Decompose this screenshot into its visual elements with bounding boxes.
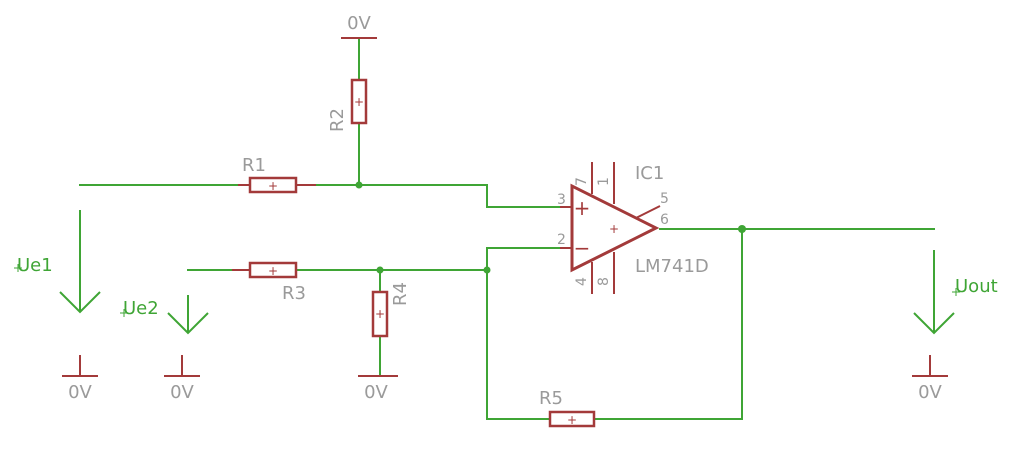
junction-dot-inv xyxy=(483,266,491,274)
ue1-label: Ue1 xyxy=(17,255,53,276)
voltage-labels: Ue1 Ue2 Uout xyxy=(14,255,998,319)
pin-number-2: 2 xyxy=(557,232,566,248)
ground-out-label: 0V xyxy=(918,382,942,403)
ground-top: 0V xyxy=(341,13,377,39)
pin-number-8: 8 xyxy=(596,277,612,286)
opamp-center-mark: + xyxy=(609,222,619,236)
pin-number-7: 7 xyxy=(574,177,590,186)
ground-ue1-label: 0V xyxy=(68,382,92,403)
opamp-ic1: + − + 3 2 6 5 7 1 4 8 IC1 LM741D xyxy=(557,162,709,294)
resistor-r2-mark: + xyxy=(354,95,364,109)
uout-arrow-head xyxy=(913,312,955,335)
wire-inv-input xyxy=(486,247,561,271)
ground-r4-label: 0V xyxy=(364,382,388,403)
resistor-r5-mark: + xyxy=(567,413,577,427)
resistor-r5-label: R5 xyxy=(539,388,563,409)
pin-number-1: 1 xyxy=(596,177,612,186)
pin-number-4: 4 xyxy=(574,277,590,286)
wires xyxy=(59,37,955,420)
wire-feedback-left xyxy=(486,269,551,420)
ground-r4: 0V xyxy=(358,375,398,403)
ground-ue2: 0V xyxy=(164,355,200,403)
junction-dot-r2 xyxy=(355,181,363,189)
ground-ue1: 0V xyxy=(62,355,98,403)
wire-feedback-right xyxy=(593,228,743,420)
ue1-arrow-head xyxy=(59,291,101,314)
pin-number-6: 6 xyxy=(660,212,669,228)
ground-ue2-label: 0V xyxy=(170,382,194,403)
wire-r1-noninv-input xyxy=(295,184,561,208)
opamp-triangle xyxy=(570,183,660,273)
pin-number-5: 5 xyxy=(660,191,669,207)
junction-dot-output xyxy=(738,225,746,233)
resistor-r3-mark: + xyxy=(268,264,278,278)
resistor-r2: + R2 xyxy=(327,78,368,132)
resistor-r4: + R4 xyxy=(371,282,411,338)
opamp-minus-sign: − xyxy=(574,236,591,260)
resistor-r5: + R5 xyxy=(539,388,596,428)
resistor-r1-label: R1 xyxy=(242,155,266,176)
ue2-label: Ue2 xyxy=(123,298,159,319)
resistor-r4-mark: + xyxy=(375,307,385,321)
resistor-r4-label: R4 xyxy=(390,282,411,306)
opamp-name-label: IC1 xyxy=(635,163,664,184)
resistor-r1: + R1 xyxy=(238,155,316,194)
junction-dot-r4 xyxy=(376,266,384,274)
resistor-r2-label: R2 xyxy=(327,108,348,132)
resistor-r1-mark: + xyxy=(268,179,278,193)
resistor-r3-label: R3 xyxy=(282,283,306,304)
opamp-pin5-line xyxy=(635,205,661,219)
opamp-plus-sign: + xyxy=(574,196,591,220)
ground-top-label: 0V xyxy=(347,13,371,34)
ground-out: 0V xyxy=(912,355,948,403)
opamp-value-label: LM741D xyxy=(635,256,709,277)
ue2-arrow-head xyxy=(167,312,209,335)
pin-number-3: 3 xyxy=(557,192,566,208)
uout-label: Uout xyxy=(955,276,998,297)
resistor-r3: + R3 xyxy=(232,261,306,304)
